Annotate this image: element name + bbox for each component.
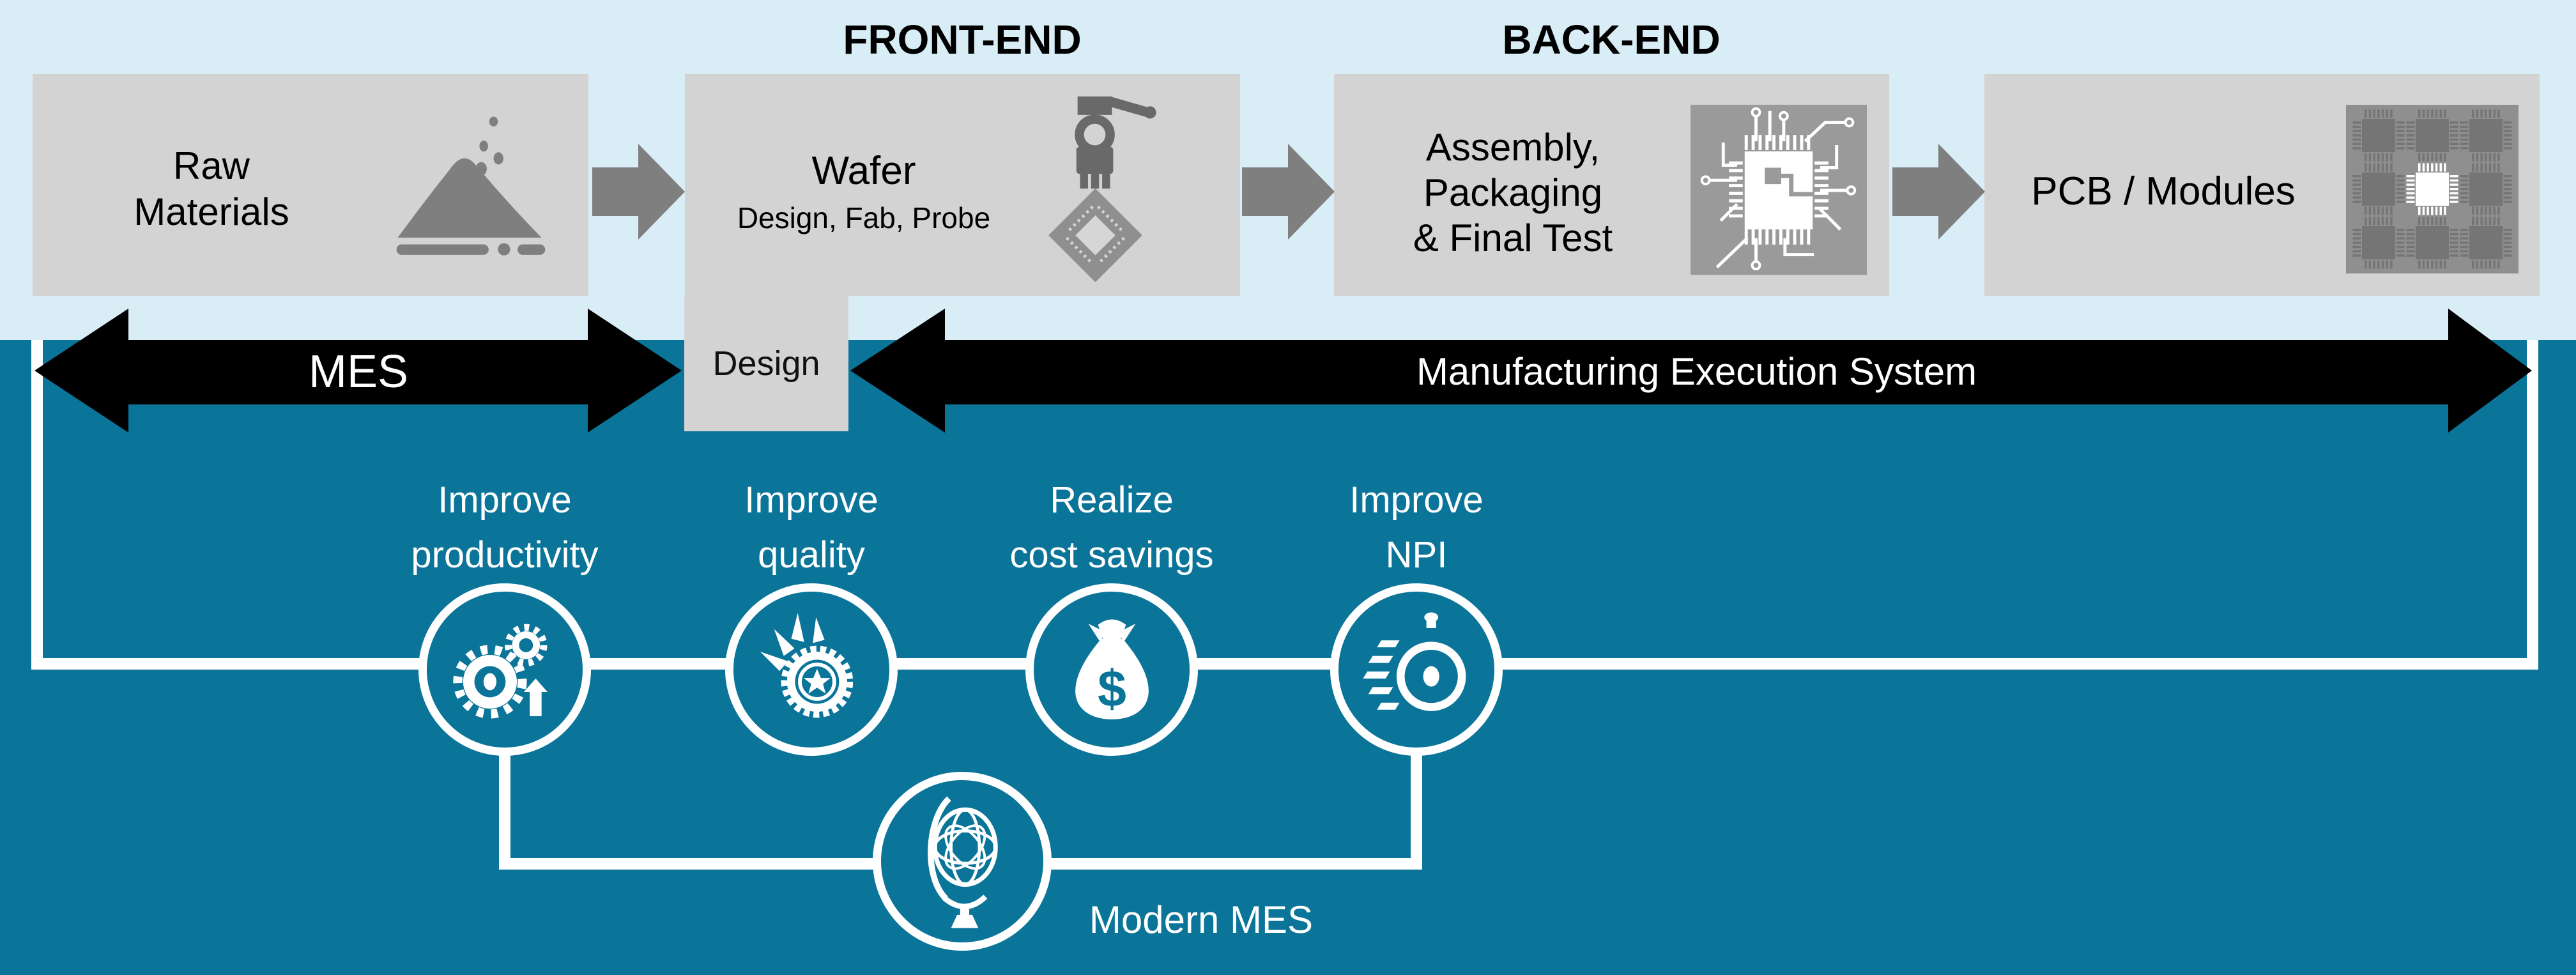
benefit-label-line: productivity	[411, 534, 599, 576]
robot-arm-wafer-icon	[1048, 96, 1156, 282]
money-bag-icon: $	[1075, 618, 1149, 719]
front-end-section-label: FRONT-END	[843, 17, 1082, 63]
benefit-label-line: quality	[758, 534, 865, 576]
stopwatch-icon	[1362, 612, 1466, 711]
stage-wafer-subtitle: Design, Fab, Probe	[737, 201, 991, 234]
benefit-label-line: Improve	[744, 479, 878, 521]
globe-icon	[928, 796, 998, 928]
gears-icon	[452, 624, 548, 719]
stage-wafer-title: Wafer	[811, 149, 916, 193]
stage-raw-title-line1: Raw	[172, 144, 250, 187]
flow-arrow-icon	[1242, 144, 1335, 240]
benefit-label-line: Realize	[1050, 479, 1174, 521]
modern-mes-label: Modern MES	[1089, 898, 1314, 941]
stage-assembly-title-line2: Packaging	[1423, 171, 1603, 214]
productivity-drop-line	[499, 748, 510, 869]
npi-drop-line	[1411, 748, 1422, 869]
benefit-label-line: cost savings	[1009, 534, 1214, 576]
benefit-label-productivity: Improve productivity	[313, 473, 696, 583]
sand-pile-icon	[396, 116, 546, 256]
benefits-horizontal-line	[31, 658, 2538, 670]
stage-assembly-title: Assembly, Packaging & Final Test	[1347, 125, 1679, 261]
benefit-label-line: Improve	[1349, 479, 1483, 521]
svg-text:$: $	[1098, 660, 1126, 718]
benefit-circle-productivity	[418, 583, 591, 756]
packaged-chip-icon	[1690, 104, 1867, 275]
modern-mes-circle	[873, 772, 1052, 951]
benefit-circle-quality	[725, 583, 898, 756]
flow-arrow-icon	[592, 144, 685, 240]
mes-system-arrow-label: Manufacturing Execution System	[1416, 350, 1977, 393]
stage-box-raw-materials: Raw Materials	[33, 74, 588, 296]
benefit-label-npi: Improve NPI	[1225, 473, 1608, 583]
design-tab-label: Design	[712, 344, 820, 383]
benefit-label-line: Improve	[438, 479, 572, 521]
mes-arrow-label: MES	[308, 346, 409, 397]
design-tab: Design	[684, 296, 848, 431]
stage-assembly-title-line1: Assembly,	[1425, 126, 1600, 169]
benefit-label-cost-savings: Realize cost savings	[920, 473, 1303, 583]
pcb-module-grid-icon	[2346, 105, 2518, 273]
benefit-circle-npi	[1330, 583, 1503, 756]
flow-arrow-icon	[1892, 144, 1985, 240]
stage-pcb-title: PCB / Modules	[2031, 169, 2296, 213]
stage-box-assembly: Assembly, Packaging & Final Test	[1334, 74, 1889, 296]
stage-assembly-title-line3: & Final Test	[1413, 217, 1613, 259]
benefit-label-line: NPI	[1385, 534, 1448, 576]
manufacturing-execution-system-double-arrow	[850, 309, 2532, 433]
back-end-section-label: BACK-END	[1502, 17, 1721, 63]
quality-badge-icon	[760, 612, 853, 718]
stage-box-wafer: Wafer Design, Fab, Probe	[685, 74, 1240, 296]
benefit-circle-cost-savings: $	[1025, 583, 1198, 756]
bracket-left-vertical-line	[31, 340, 43, 670]
bracket-right-vertical-line	[2527, 340, 2538, 670]
mes-double-arrow	[34, 309, 682, 433]
benefit-label-quality: Improve quality	[620, 473, 1003, 583]
stage-raw-title: Raw Materials	[45, 143, 378, 235]
stage-raw-title-line2: Materials	[134, 190, 289, 233]
stage-box-pcb-modules: PCB / Modules	[1984, 74, 2540, 296]
